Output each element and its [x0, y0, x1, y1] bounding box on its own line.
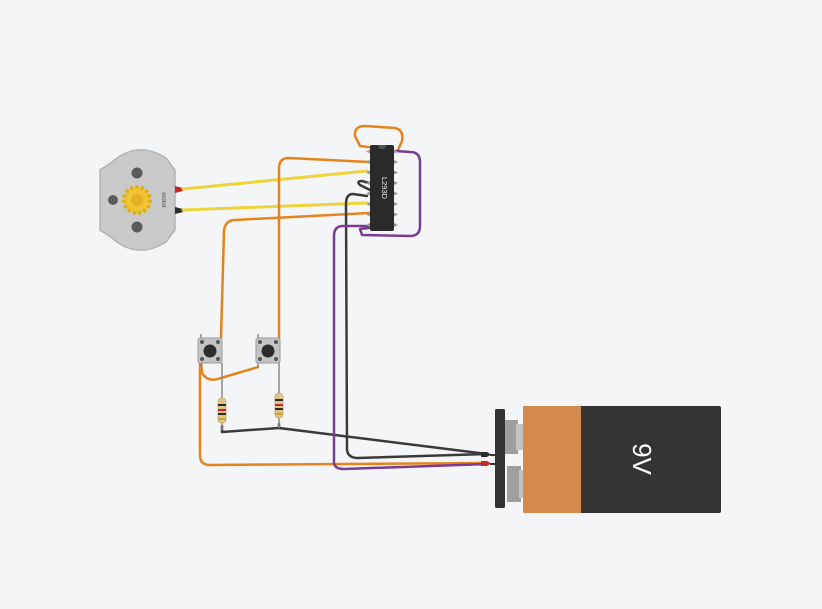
button1-cap[interactable]	[203, 344, 217, 358]
battery-label: 9V	[627, 443, 657, 475]
wire-motor-negative[interactable]	[181, 201, 369, 212]
motor-gear-icon	[122, 185, 152, 215]
wires	[181, 124, 489, 471]
resistor-2[interactable]	[274, 363, 284, 428]
battery-lead-positive[interactable]	[481, 461, 491, 466]
battery-terminal-top	[505, 420, 518, 454]
motor-label: motor	[160, 192, 166, 207]
wire-ic-ground-link[interactable]	[357, 179, 372, 192]
ic-right-pins	[393, 149, 398, 228]
button2-cap[interactable]	[261, 344, 275, 358]
wire-vcc-loop[interactable]	[358, 149, 422, 238]
wire-button2-input[interactable]	[277, 156, 371, 340]
battery-terminal-bottom	[507, 466, 521, 502]
wire-resistor-ground[interactable]	[220, 422, 281, 434]
resistor-1[interactable]	[217, 363, 227, 430]
motor-screw-bottom	[131, 221, 143, 233]
battery-lead-negative[interactable]	[481, 452, 491, 457]
dc-motor[interactable]: motor	[99, 149, 183, 251]
motor-terminal-positive[interactable]	[175, 186, 183, 193]
battery-clip	[495, 409, 505, 508]
wire-motor-positive[interactable]	[181, 169, 369, 191]
wire-battery-vcc[interactable]	[332, 224, 489, 471]
l293d-chip[interactable]: L293D	[366, 145, 398, 231]
ic-body	[370, 145, 394, 231]
wire-ic-ground[interactable]	[344, 192, 489, 460]
motor-screw-top	[131, 167, 143, 179]
ic-left-pins	[366, 149, 371, 228]
push-button-1[interactable]	[197, 334, 223, 367]
wire-ground-bus[interactable]	[277, 426, 489, 456]
ic-label: L293D	[380, 177, 389, 200]
wire-enable-loop[interactable]	[353, 124, 404, 152]
wire-battery-positive[interactable]	[198, 360, 489, 467]
motor-screw-left	[108, 195, 118, 205]
wire-button1-input[interactable]	[219, 211, 371, 340]
motor-terminal-negative[interactable]	[175, 207, 183, 214]
ic-notch	[378, 145, 386, 149]
push-button-2[interactable]	[255, 334, 281, 367]
battery-9v[interactable]: 9V	[481, 406, 721, 513]
wire-button-link[interactable]	[199, 360, 260, 381]
battery-copper-band	[523, 406, 581, 513]
